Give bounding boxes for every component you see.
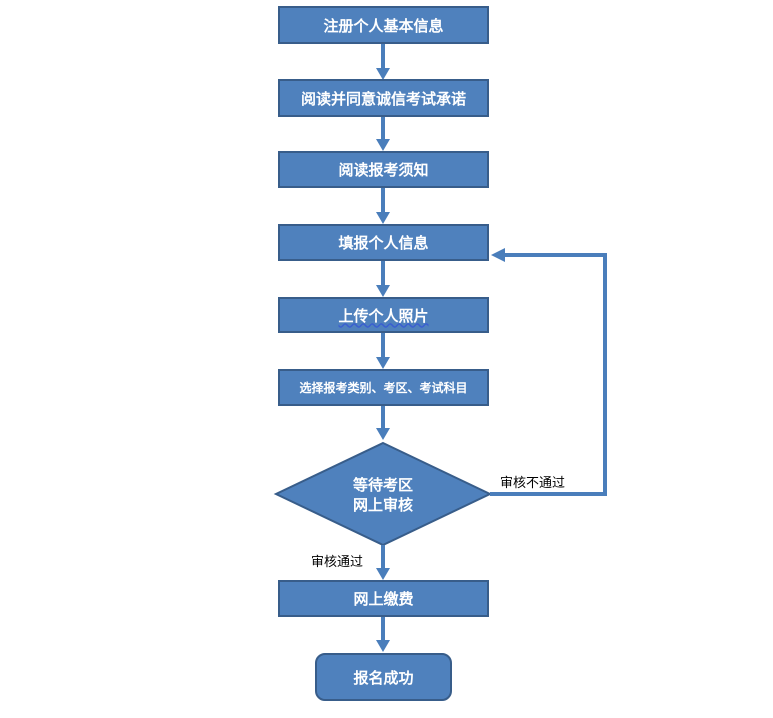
arrowhead-step4-to-step5 xyxy=(376,285,390,297)
arrowhead-reject-loop xyxy=(491,248,505,262)
arrowhead-pay-to-end xyxy=(376,640,390,652)
edge-label-reject: 审核不通过 xyxy=(500,476,566,491)
arrow-reject-loop xyxy=(490,253,607,496)
step-fill-personal-info: 填报个人信息 xyxy=(278,224,489,261)
step-label: 网上缴费 xyxy=(353,590,414,608)
step-upload-photo: 上传个人照片 xyxy=(278,297,489,333)
arrowhead-step3-to-step4 xyxy=(376,212,390,224)
step-label: 选择报考类别、考区、考试科目 xyxy=(299,381,468,395)
step-online-payment: 网上缴费 xyxy=(278,580,489,617)
step-read-exam-notice: 阅读报考须知 xyxy=(278,151,489,188)
arrowhead-step5-to-step6 xyxy=(376,357,390,369)
end-registration-success: 报名成功 xyxy=(315,653,452,701)
step-register-basic-info: 注册个人基本信息 xyxy=(278,6,489,44)
end-label: 报名成功 xyxy=(353,668,414,687)
arrowhead-step6-to-decision xyxy=(376,428,390,440)
step-select-category-area-subject: 选择报考类别、考区、考试科目 xyxy=(278,369,489,406)
arrowhead-step2-to-step3 xyxy=(376,139,390,151)
step-label: 填报个人信息 xyxy=(338,234,429,252)
decision-label: 等待考区 网上审核 xyxy=(323,475,443,515)
step-label: 注册个人基本信息 xyxy=(323,16,444,35)
decision-line-2: 网上审核 xyxy=(352,496,413,514)
step-label: 阅读报考须知 xyxy=(338,161,429,179)
step-label: 阅读并同意诚信考试承诺 xyxy=(300,89,466,108)
arrowhead-step1-to-step2 xyxy=(376,68,390,80)
step-label: 上传个人照片 xyxy=(338,306,429,325)
step-read-integrity-pledge: 阅读并同意诚信考试承诺 xyxy=(278,79,489,117)
arrowhead-decision-to-pay xyxy=(376,568,390,580)
decision-line-1: 等待考区 xyxy=(352,476,413,494)
edge-label-approve: 审核通过 xyxy=(311,555,364,570)
